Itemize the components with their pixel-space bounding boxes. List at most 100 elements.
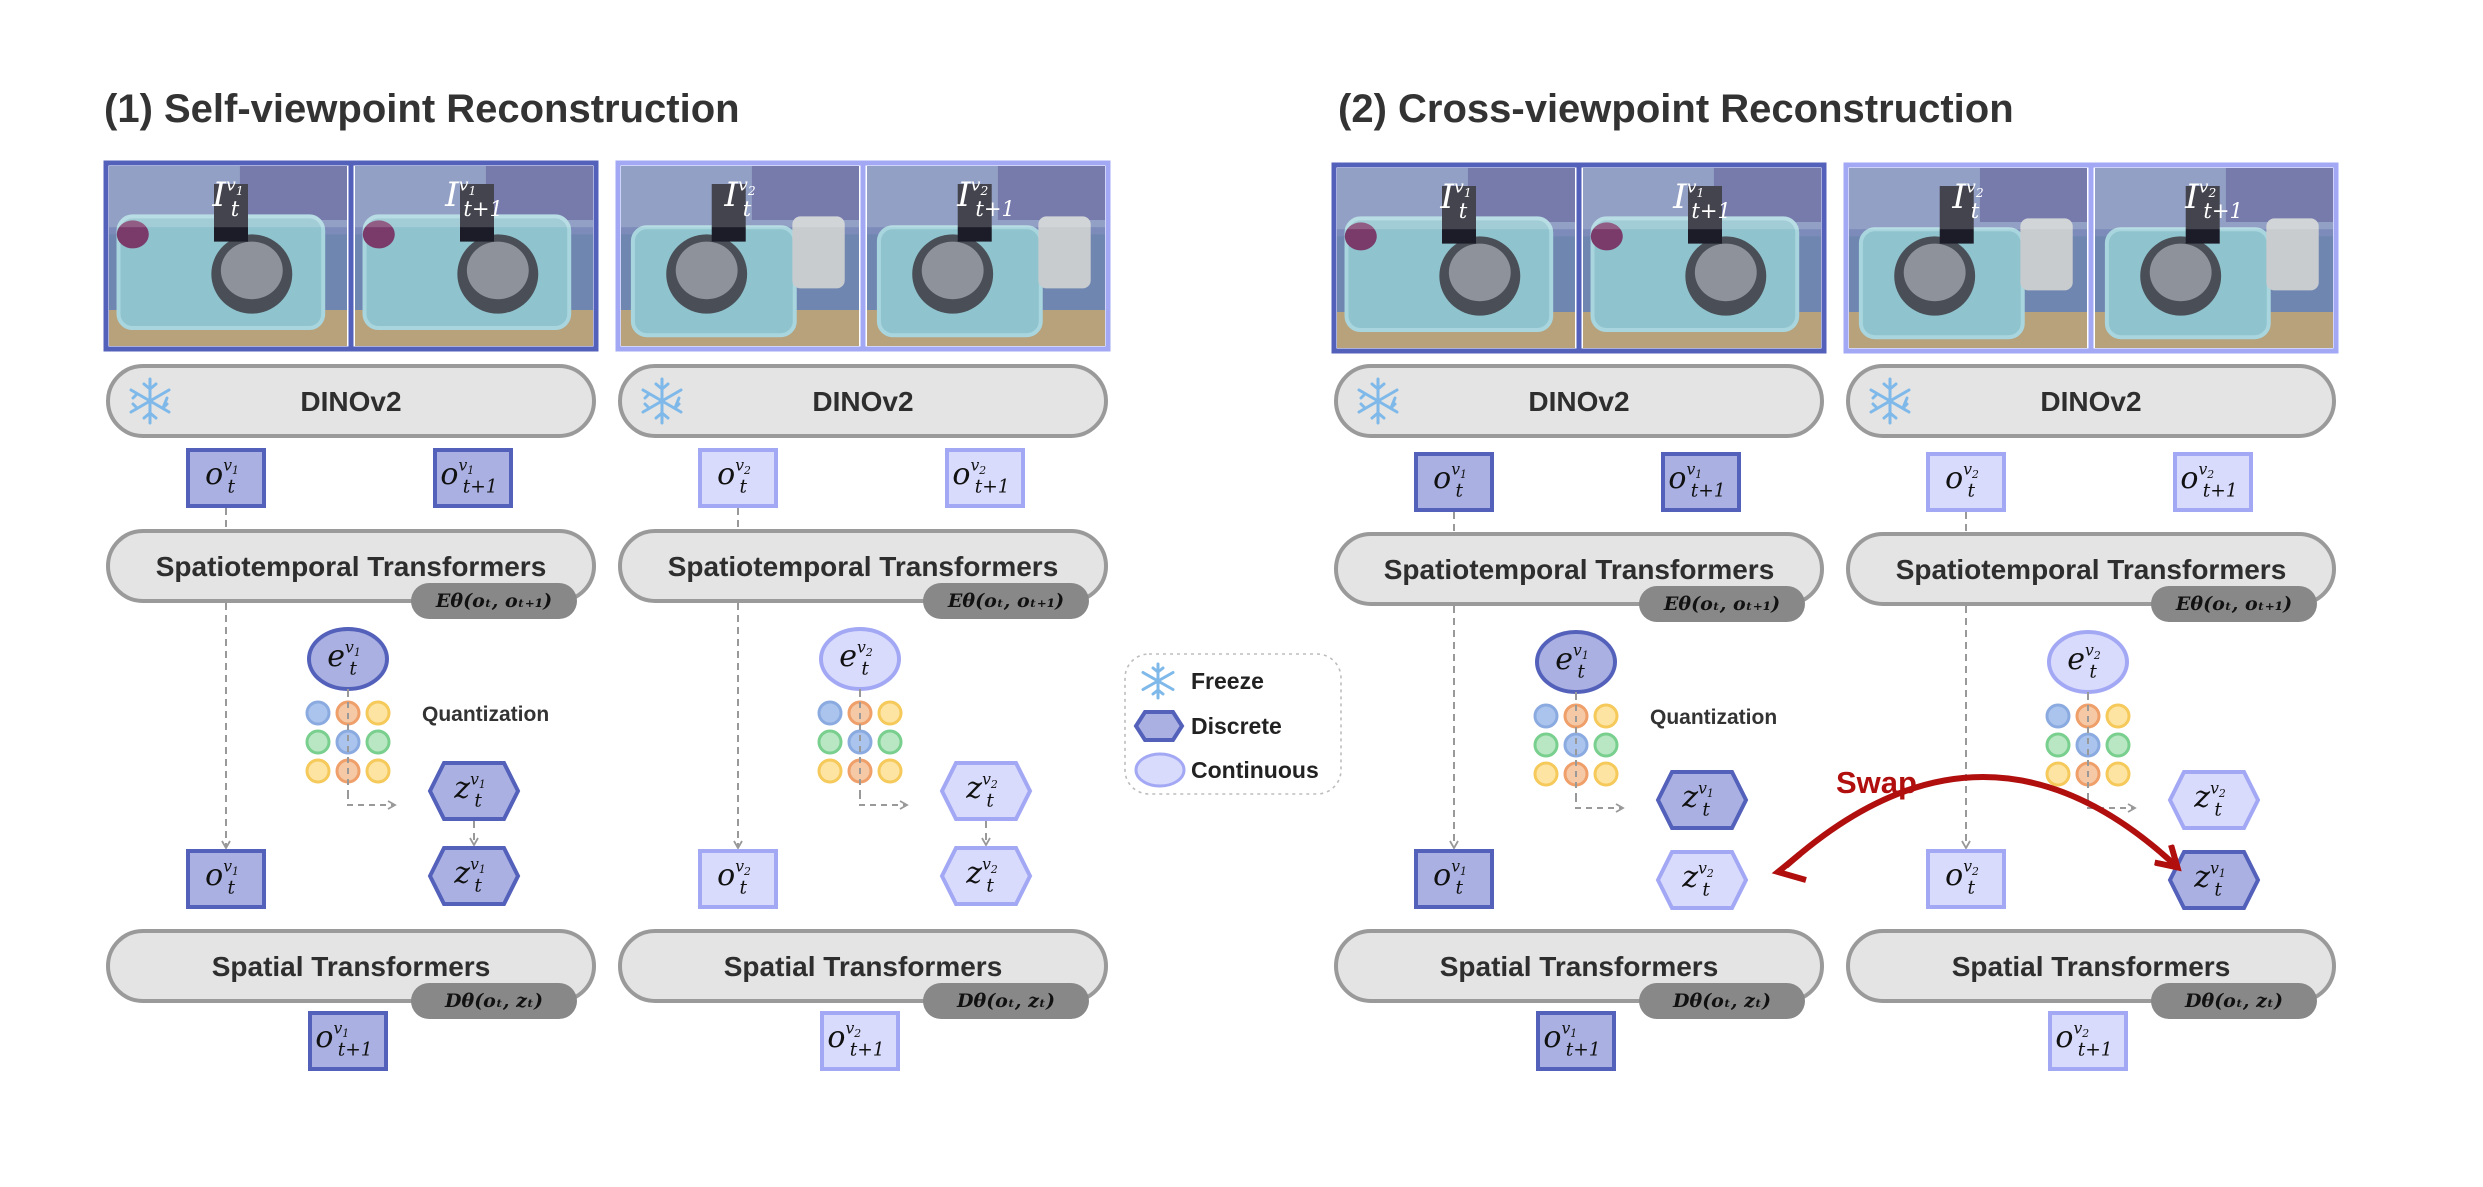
obs-output-box [2048, 1011, 2128, 1071]
codebook-code [1533, 703, 1559, 729]
obs-t-symbol-sub: t [1967, 481, 1975, 502]
obs-t-lower-box [186, 849, 266, 909]
image-t-gripper [214, 184, 248, 242]
image-t1-pot-inner [466, 241, 529, 300]
snowflake-icon-stroke [161, 396, 169, 410]
code-z-top-symbol-sup: v [2210, 780, 2219, 798]
decoder-fn-tag [411, 983, 577, 1019]
decoder-fn-tag [923, 983, 1089, 1019]
code-z-bottom-symbol-sup-idx: 1 [479, 863, 486, 876]
image-t-gripper [1442, 186, 1476, 244]
latent-e-symbol-sup: v [857, 639, 866, 657]
snowflake-icon-stroke [673, 396, 681, 410]
image-t-fruit [1344, 222, 1377, 251]
code-z-top-symbol-sub: t [474, 791, 482, 812]
decoder-fn-tag-text: Dθ(oₜ, zₜ) [956, 990, 1055, 1012]
image-t-label-sup: v [1966, 178, 1976, 198]
codebook-code [2045, 703, 2071, 729]
obs-t-symbol-sup: v [223, 457, 232, 475]
obs-t1-symbol-sup-idx: 2 [2206, 468, 2214, 481]
image-t-label-sup-idx: 1 [236, 184, 244, 198]
dinov2-block-label: DINOv2 [812, 386, 913, 417]
code-z-bottom-symbol-sup: v [1698, 860, 1707, 878]
snowflake-icon-stroke [660, 411, 670, 420]
image-t1-label-base: I [1672, 177, 1687, 217]
obs-t-symbol-sup: v [735, 457, 744, 475]
obs-t-symbol-sup-idx: 1 [1460, 468, 1467, 481]
obs-output-symbol-base: o [2055, 1020, 2073, 1055]
image-t1-gripper [957, 184, 992, 242]
legend-discrete-icon [1133, 710, 1185, 742]
latent-e-symbol-sub: t [2089, 662, 2097, 683]
obs-t1-box [1661, 452, 1741, 512]
code-z-bottom-hex [427, 846, 521, 906]
code-z-bottom-symbol-sub: t [2214, 880, 2222, 901]
encoder-fn-tag-text: Eθ(oₜ, oₜ₊₁) [947, 590, 1064, 612]
image-t1-label-sub: t+1 [975, 196, 1015, 221]
obs-output-symbol-base: o [1543, 1020, 1561, 1055]
obs-t-lower-symbol-sub: t [227, 878, 235, 899]
obs-t-symbol-base: o [1433, 461, 1451, 496]
image-t1-content [2095, 168, 2333, 348]
obs-output-symbol-sup: v [333, 1020, 342, 1038]
spatiotemporal-block-label: Spatiotemporal Transformers [156, 551, 547, 582]
image-t1-label-sup-idx: 2 [979, 184, 988, 198]
image-t1-pot-inner [1694, 243, 1757, 302]
obs-t1-symbol-sup-idx: 2 [978, 464, 986, 477]
obs-output-symbol-sub: t+1 [1566, 1040, 1601, 1061]
swap-arrow-right [1784, 774, 2176, 866]
obs-output-box [1536, 1011, 1616, 1071]
code-z-top-symbol-base: z [965, 771, 982, 806]
codebook-code [1563, 732, 1589, 758]
dinov2-block [1846, 364, 2336, 438]
code-z-top-hex [427, 761, 521, 821]
code-z-bottom-hex [939, 846, 1033, 906]
spatiotemporal-block-label: Spatiotemporal Transformers [1896, 554, 2287, 585]
code-z-bottom-symbol-sup-idx: 2 [1706, 867, 1714, 880]
codebook [305, 691, 397, 810]
image-t1-gripper [2185, 186, 2220, 244]
latent-e-symbol-sup-idx: 2 [865, 646, 873, 659]
code-z-top-hex [939, 761, 1033, 821]
snowflake-icon-stroke [643, 392, 651, 400]
obs-t-box [1414, 452, 1494, 512]
obs-t-symbol-sup: v [1451, 461, 1460, 479]
image-t1-label-sup: v [459, 176, 469, 196]
codebook [817, 691, 909, 810]
code-z-bottom-hex [2167, 850, 2261, 910]
obs-t-box [186, 448, 266, 508]
obs-t-lower-symbol-sup: v [223, 858, 232, 876]
image-t-content [1849, 168, 2087, 348]
image-t1-label-sup: v [2199, 178, 2209, 198]
image-t-label-sup-idx: 1 [1464, 186, 1472, 200]
code-z-bottom-symbol-sup-idx: 2 [990, 863, 998, 876]
obs-output-symbol-base: o [315, 1020, 333, 1055]
image-t1-label-sub: t+1 [1691, 198, 1731, 223]
section-title-self: (1) Self-viewpoint Reconstruction [104, 87, 740, 131]
obs-t1-symbol-sup: v [2198, 461, 2207, 479]
obs-t-symbol-sub: t [739, 477, 747, 498]
snowflake-icon [129, 377, 171, 425]
codebook-code [305, 700, 331, 726]
image-t1-content [867, 166, 1105, 346]
quantization-label: Quantization [422, 703, 549, 726]
image-t-label-base: I [211, 175, 226, 215]
image-t-rack [2020, 218, 2073, 291]
